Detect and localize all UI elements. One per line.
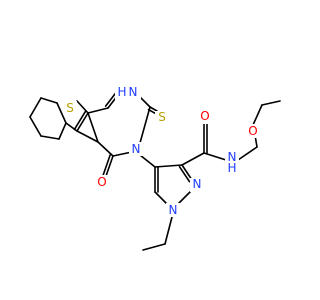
single-bond [154,164,183,168]
double-bond-line [73,110,87,131]
atom-n3: N [132,142,141,156]
atom-s-thione: S [158,110,166,124]
single-bond [97,141,114,157]
single-bond [56,102,67,124]
single-bond [164,216,173,245]
single-bond [29,116,42,137]
single-bond [76,112,89,132]
single-bond [76,130,99,143]
double-bond-line [104,92,117,107]
single-bond [203,152,227,161]
atom-o-methoxy: O [248,124,257,138]
atom-o-amide: O [200,109,209,123]
double-bond-line [102,154,111,176]
single-bond [87,107,109,114]
atom-s-thiophene: S [66,101,74,115]
atom-n2-pyrazole: N [193,177,202,191]
single-bond [112,151,133,157]
single-bond [142,243,166,251]
single-bond [40,135,60,140]
single-bond [105,155,114,177]
single-bond [176,190,192,206]
atom-n1: N [129,85,138,99]
single-bond [149,106,158,112]
single-bond [261,100,281,106]
single-bond [237,146,258,161]
atom-h-on-n1: H [117,85,126,99]
single-bond [40,97,58,104]
atom-n1-pyrazole: N [169,203,178,217]
atom-n-amide: N [228,150,237,164]
single-bond [139,154,156,168]
double-bond-line [147,108,157,115]
single-bond [139,106,151,144]
molecule-structure-diagram: S H N S N O O N H O N N [29,85,281,251]
single-bond [252,104,263,126]
single-bond [58,122,67,140]
single-bond [181,152,205,166]
double-bond-line [178,165,191,183]
atom-label-layer: S H N S N O O N H O N N [63,85,260,217]
single-bond [87,112,99,143]
single-bond [29,97,42,118]
atom-o-carbonyl: O [97,175,106,189]
single-bond [181,164,193,181]
atom-h-on-amide-n: H [227,161,236,175]
single-bond [76,100,89,114]
